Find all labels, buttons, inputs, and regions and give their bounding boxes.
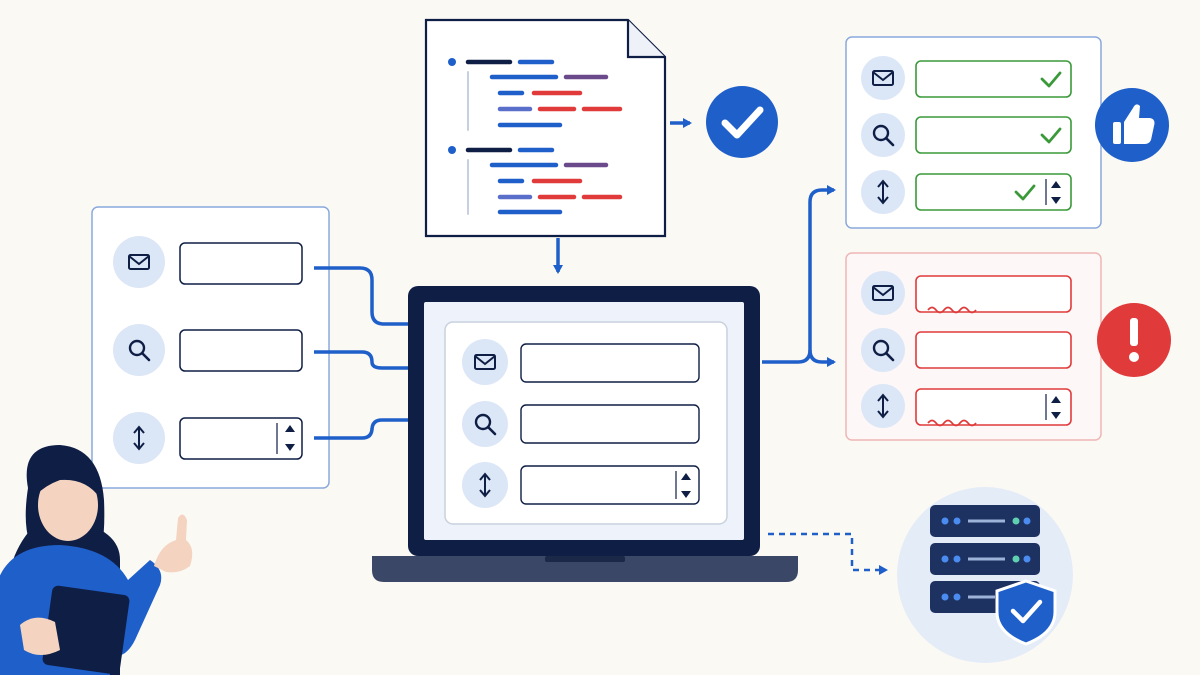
- valid-check-icon: [1040, 127, 1062, 144]
- laptop-search-row: [462, 401, 700, 447]
- server-unit: [930, 505, 1040, 537]
- invalid-email-row: [861, 271, 1072, 315]
- source-email-row: [113, 236, 303, 288]
- server-stack-icon: [897, 487, 1073, 663]
- valid-form-panel: [845, 36, 1102, 229]
- source-email-input[interactable]: [179, 242, 303, 285]
- valid-email-input[interactable]: [915, 60, 1072, 98]
- code-document: [424, 18, 667, 238]
- laptop-number-row: [462, 462, 700, 508]
- source-search-row: [113, 324, 303, 376]
- invalid-search-row: [861, 328, 1072, 372]
- invalid-email-input[interactable]: [915, 275, 1072, 313]
- laptop-to-server-arrow: [768, 532, 888, 575]
- source-form-panel: [91, 206, 330, 489]
- input-arrows: [314, 266, 434, 440]
- invalid-search-input[interactable]: [915, 331, 1072, 369]
- laptop-number-input[interactable]: [520, 465, 700, 505]
- spinner-up-icon[interactable]: [681, 473, 691, 480]
- code-lines: [448, 58, 623, 215]
- invalid-form-panel: [845, 252, 1102, 441]
- source-number-row: [113, 412, 303, 464]
- shield-check-icon: [995, 579, 1057, 646]
- spinner-down-icon[interactable]: [1051, 412, 1061, 419]
- exclamation-icon: [1097, 303, 1171, 377]
- spinner-down-icon[interactable]: [681, 491, 691, 498]
- spinner-up-icon[interactable]: [285, 425, 295, 432]
- valid-search-row: [861, 113, 1072, 157]
- valid-check-icon: [1014, 184, 1036, 201]
- laptop-email-row: [462, 339, 700, 385]
- spinner-down-icon[interactable]: [285, 444, 295, 451]
- pointing-hand: [154, 514, 193, 573]
- spinner-down-icon[interactable]: [1051, 197, 1061, 204]
- spinner-up-icon[interactable]: [1051, 396, 1061, 403]
- laptop-email-input[interactable]: [520, 343, 700, 383]
- source-number-input[interactable]: [179, 417, 303, 460]
- valid-number-row: [861, 170, 1072, 214]
- server-unit: [930, 543, 1040, 575]
- valid-search-input[interactable]: [915, 116, 1072, 154]
- laptop-search-input[interactable]: [520, 404, 700, 444]
- output-arrows: [762, 185, 836, 367]
- laptop: [372, 286, 798, 582]
- error-underline: [927, 419, 977, 427]
- checkmark-icon: [706, 86, 778, 158]
- laptop-form-card: [444, 321, 728, 525]
- invalid-number-row: [861, 384, 1072, 428]
- valid-email-row: [861, 56, 1072, 100]
- valid-check-icon: [1040, 71, 1062, 88]
- source-search-input[interactable]: [179, 329, 303, 372]
- error-underline: [927, 306, 977, 314]
- developer-with-tablet-icon: [0, 445, 193, 675]
- valid-number-input[interactable]: [915, 173, 1072, 211]
- tablet-icon: [42, 585, 130, 675]
- spinner-up-icon[interactable]: [1051, 181, 1061, 188]
- thumbs-up-icon: [1095, 88, 1169, 162]
- invalid-number-input[interactable]: [915, 388, 1072, 426]
